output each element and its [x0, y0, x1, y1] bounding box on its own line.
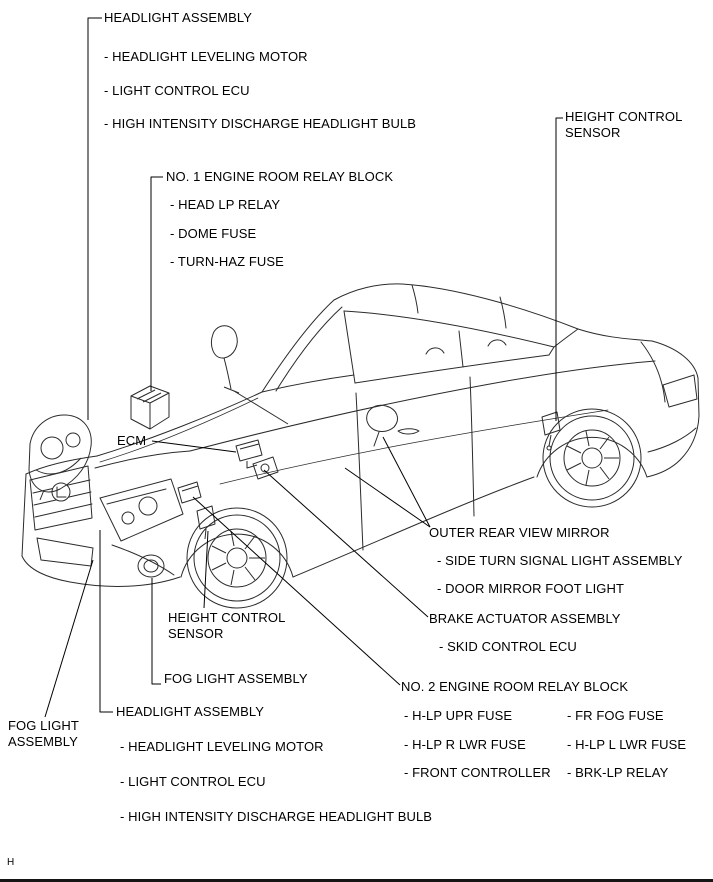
- callout-title: HEADLIGHT ASSEMBLY: [104, 10, 252, 25]
- door-handle: [397, 428, 420, 435]
- callout-item: - LIGHT CONTROL ECU: [104, 82, 250, 98]
- callout-item: - HIGH INTENSITY DISCHARGE HEADLIGHT BUL…: [120, 808, 433, 824]
- leader-fog-light-lh: [44, 559, 94, 718]
- ecm-part: [235, 439, 263, 469]
- callout-fog-light-assembly-lh: FOG LIGHT ASSEMBLY: [8, 718, 93, 751]
- leader-height-sensor-front: [203, 530, 209, 609]
- callout-item: - SIDE TURN SIGNAL LIGHT ASSEMBLY: [437, 553, 683, 569]
- callout-title: NO. 2 ENGINE ROOM RELAY BLOCK: [401, 679, 629, 694]
- headlight-exploded-part: [28, 414, 92, 501]
- callout-item: - HEAD LP RELAY: [170, 197, 281, 213]
- leader-mirror-2: [344, 467, 431, 528]
- callout-item: - H-LP UPR FUSE: [404, 708, 513, 724]
- front-wheel: [186, 507, 288, 609]
- callout-height-control-sensor-front: HEIGHT CONTROL SENSOR: [168, 610, 293, 643]
- leader-lines: [44, 17, 563, 718]
- no1-relay-block-part: [130, 385, 170, 430]
- callout-headlight-assembly-upper: HEADLIGHT ASSEMBLY - HEADLIGHT LEVELING …: [104, 10, 416, 132]
- no2-fuse-column-left: - H-LP UPR FUSE - H-LP R LWR FUSE - FRON…: [401, 708, 567, 781]
- callout-item: - SKID CONTROL ECU: [439, 639, 577, 655]
- callout-item: - FR FOG FUSE: [567, 708, 664, 724]
- callout-title: FOG LIGHT ASSEMBLY: [8, 718, 79, 750]
- brake-actuator-part: [252, 456, 279, 480]
- no2-relay-block-part: [177, 481, 202, 504]
- mirror-exploded-part: [210, 325, 289, 425]
- callout-no2-engine-room-relay-block: NO. 2 ENGINE ROOM RELAY BLOCK - H-LP UPR…: [401, 679, 686, 781]
- callout-item: - TURN-HAZ FUSE: [170, 253, 284, 269]
- headlight-on-car: [99, 478, 184, 542]
- leader-brake-actuator: [263, 469, 429, 618]
- callout-item: - HEADLIGHT LEVELING MOTOR: [104, 49, 308, 65]
- door-mirror: [366, 404, 398, 433]
- callout-item: - FRONT CONTROLLER: [404, 764, 551, 780]
- callout-brake-actuator-assembly: BRAKE ACTUATOR ASSEMBLY - SKID CONTROL E…: [429, 611, 621, 656]
- callout-title: BRAKE ACTUATOR ASSEMBLY: [429, 611, 621, 626]
- callout-item: - DOOR MIRROR FOOT LIGHT: [437, 580, 625, 596]
- callout-no1-engine-room-relay-block: NO. 1 ENGINE ROOM RELAY BLOCK - HEAD LP …: [166, 169, 393, 270]
- brand-badge: [51, 482, 71, 502]
- leader-headlight-upper: [87, 17, 102, 420]
- no2-fuse-column-right: - FR FOG FUSE - H-LP L LWR FUSE - BRK-LP…: [567, 708, 686, 781]
- callout-fog-light-assembly-rh: FOG LIGHT ASSEMBLY: [164, 671, 308, 687]
- callout-outer-rear-view-mirror: OUTER REAR VIEW MIRROR - SIDE TURN SIGNA…: [429, 525, 683, 597]
- callout-title: HEADLIGHT ASSEMBLY: [116, 704, 264, 719]
- callout-item: - DOME FUSE: [170, 225, 257, 241]
- height-sensor-rear-part: [541, 411, 561, 451]
- leader-mirror-1: [382, 436, 431, 528]
- callout-title: OUTER REAR VIEW MIRROR: [429, 525, 610, 540]
- leader-height-sensor-rear: [555, 117, 563, 421]
- height-sensor-front-part: [196, 505, 216, 540]
- callout-title: ECM: [117, 433, 147, 448]
- leader-headlight-lower: [99, 530, 113, 713]
- callout-ecm: ECM: [117, 433, 146, 449]
- callout-headlight-assembly-lower: HEADLIGHT ASSEMBLY - HEADLIGHT LEVELING …: [116, 704, 432, 825]
- callout-item: - HIGH INTENSITY DISCHARGE HEADLIGHT BUL…: [104, 115, 417, 131]
- callout-item: - BRK-LP RELAY: [567, 764, 669, 780]
- car-body: [21, 283, 700, 587]
- callout-title: HEIGHT CONTROL SENSOR: [168, 610, 285, 642]
- page-footer-mark: H: [7, 857, 15, 868]
- leader-no1-relay-block: [150, 176, 163, 391]
- rear-wheel: [542, 408, 642, 508]
- callout-title: FOG LIGHT ASSEMBLY: [164, 671, 308, 686]
- leader-fog-light-rh: [151, 578, 161, 685]
- callout-item: - LIGHT CONTROL ECU: [120, 773, 266, 789]
- grille: [29, 465, 93, 531]
- callout-item: - HEADLIGHT LEVELING MOTOR: [120, 739, 324, 755]
- leader-ecm: [151, 440, 237, 453]
- callout-title: HEIGHT CONTROL SENSOR: [565, 109, 682, 141]
- callout-item: - H-LP L LWR FUSE: [567, 736, 687, 752]
- no2-fuse-columns: - H-LP UPR FUSE - H-LP R LWR FUSE - FRON…: [401, 708, 686, 781]
- fog-light-on-car: [137, 554, 165, 578]
- leader-no2-relay-block: [192, 496, 401, 686]
- callout-height-control-sensor-rear: HEIGHT CONTROL SENSOR: [565, 109, 690, 142]
- callout-item: - H-LP R LWR FUSE: [404, 736, 526, 752]
- callout-title: NO. 1 ENGINE ROOM RELAY BLOCK: [166, 169, 394, 184]
